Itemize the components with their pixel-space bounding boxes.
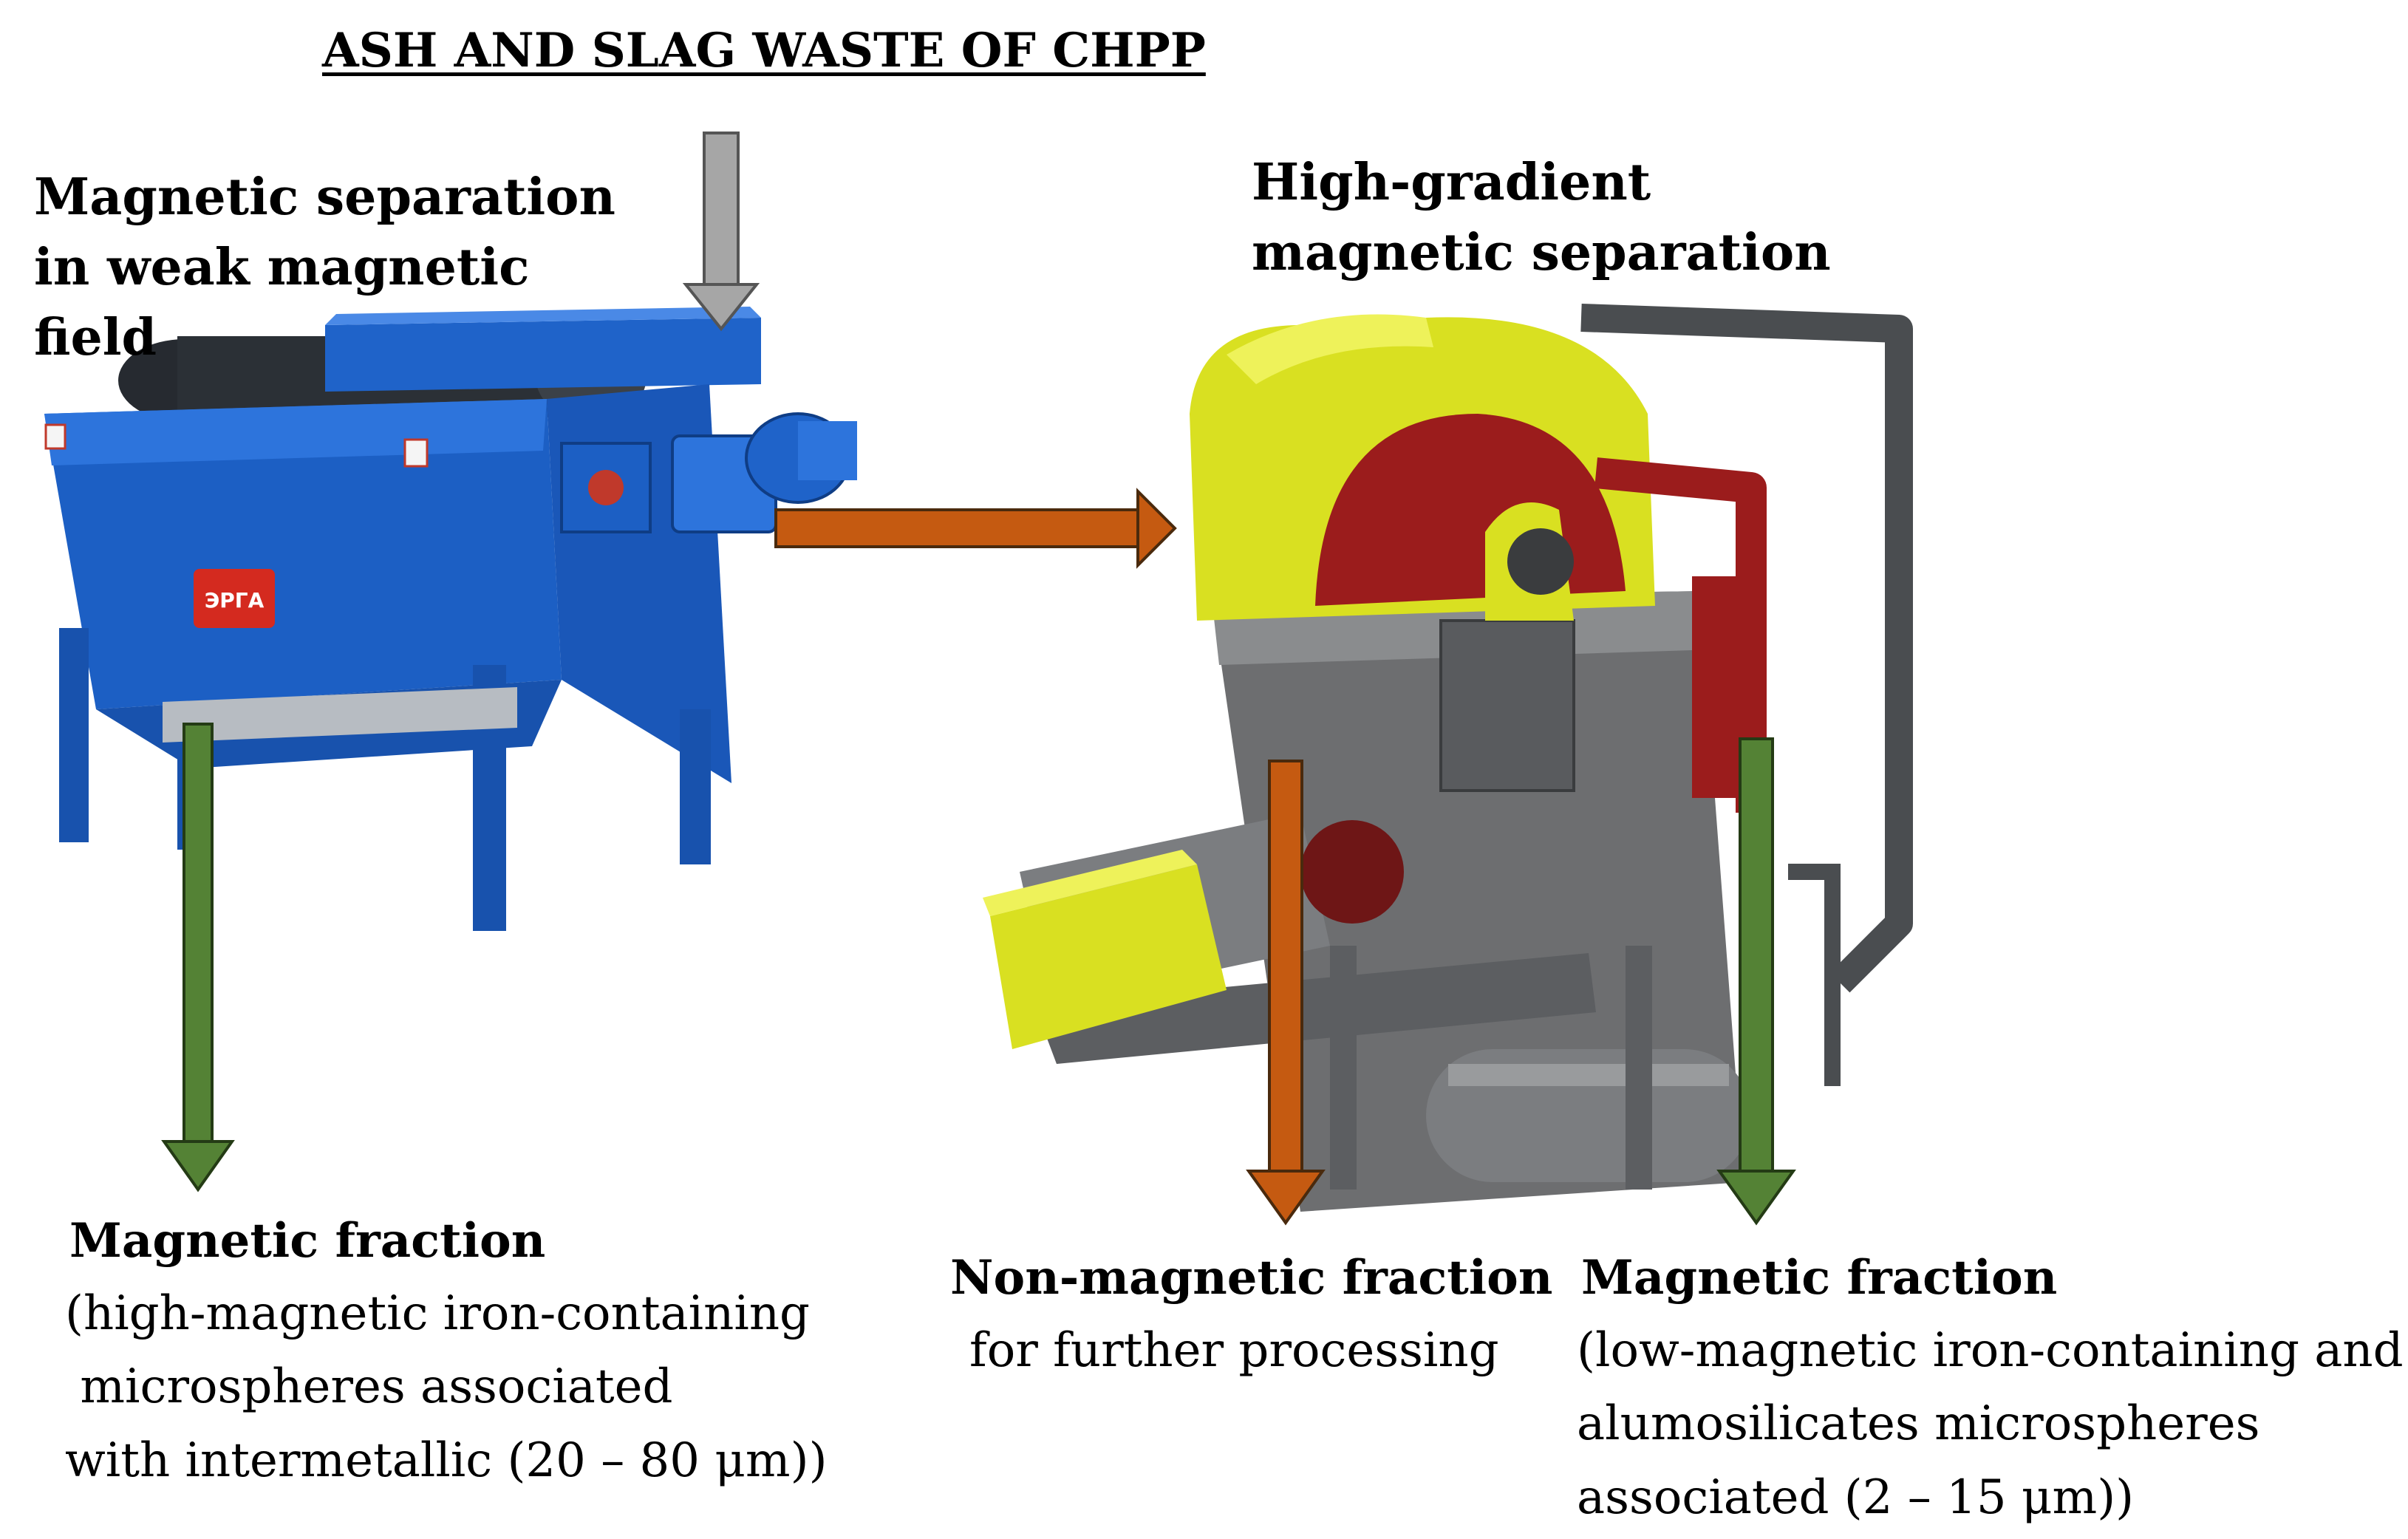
stage-weak-line: field [34, 308, 157, 368]
high-gradient-separator [983, 304, 1913, 1212]
stage-high-gradient-label: High-gradient magnetic separation [1252, 148, 1831, 288]
output-left-heading: Magnetic fraction [69, 1213, 546, 1269]
output-middle-heading: Non-magnetic fraction [950, 1250, 1553, 1306]
output-left-line: microspheres associated [65, 1359, 673, 1415]
nonmagnetic-arrow [1246, 760, 1326, 1226]
output-right-line: alumosilicates microspheres [1577, 1396, 2260, 1452]
input-arrow [682, 132, 760, 332]
magnetic-arrow-right [1716, 737, 1796, 1226]
stage-weak-label: Magnetic separation in weak magnetic fie… [34, 163, 615, 374]
output-right-heading: Magnetic fraction [1581, 1250, 2058, 1306]
output-middle-block: Non-magnetic fraction for further proces… [950, 1241, 1552, 1388]
output-left-block: Magnetic fraction (high-magnetic iron-co… [65, 1204, 828, 1498]
stage-hg-line: magnetic separation [1252, 223, 1831, 283]
magnetic-arrow-left [161, 723, 235, 1192]
output-right-block: Magnetic fraction (low-magnetic iron-con… [1577, 1241, 2404, 1535]
stage-weak-line: in weak magnetic [34, 238, 530, 298]
output-left-line: with intermetallic (20 – 80 μm)) [65, 1433, 828, 1488]
brand-logo: ЭРГА [205, 588, 265, 612]
output-right-line: associated (2 – 15 μm)) [1577, 1470, 2135, 1525]
output-middle-line: for further processing [969, 1323, 1499, 1379]
output-right-line: (low-magnetic iron-containing and [1577, 1323, 2404, 1379]
stage-hg-line: High-gradient [1252, 153, 1651, 212]
weak-field-drum-separator: ЭРГА [44, 307, 857, 931]
diagram-title: ASH AND SLAG WASTE OF CHPP [322, 23, 1206, 78]
output-left-line: (high-magnetic iron-containing [65, 1286, 810, 1342]
transfer-arrow [774, 488, 1177, 569]
stage-weak-line: Magnetic separation [34, 168, 615, 227]
